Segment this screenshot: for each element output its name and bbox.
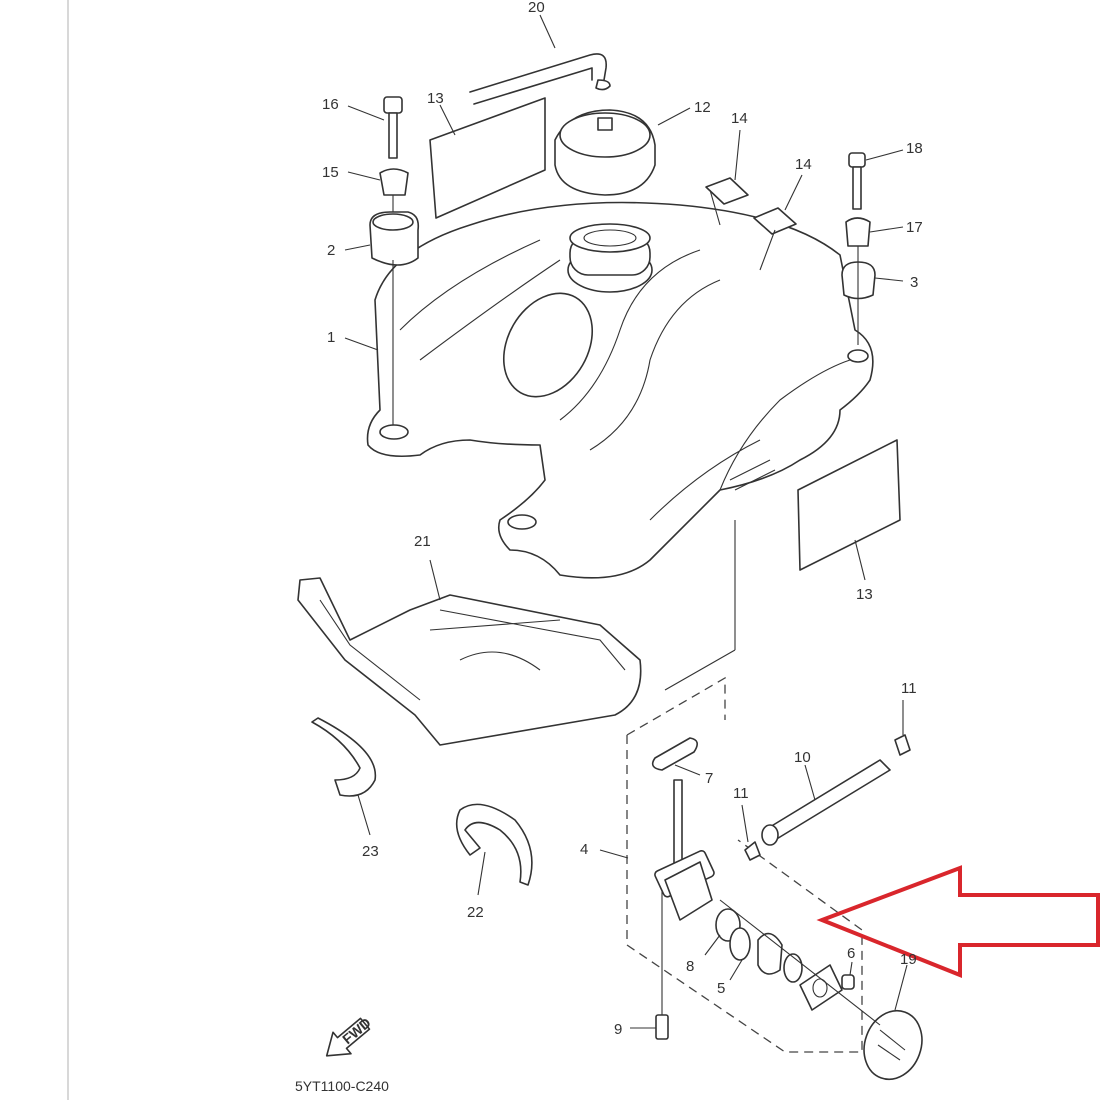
fuel-cock-assembly xyxy=(599,520,923,1081)
callout-labels: 20 16 13 12 14 14 18 15 17 2 3 1 21 13 1… xyxy=(322,0,923,1038)
callout-6: 6 xyxy=(847,945,855,962)
callout-2: 2 xyxy=(327,242,335,259)
callout-10: 10 xyxy=(794,749,811,766)
callout-4: 4 xyxy=(580,841,588,858)
fwd-arrow-icon: FWD xyxy=(325,1014,374,1057)
callout-14b: 14 xyxy=(795,156,812,173)
callout-13b: 13 xyxy=(856,586,873,603)
callout-7: 7 xyxy=(705,770,713,787)
callout-17: 17 xyxy=(906,219,923,236)
diagram-code: 5YT1100-C240 xyxy=(295,1078,389,1094)
callout-23: 23 xyxy=(362,843,379,860)
callout-19: 19 xyxy=(900,951,917,968)
callout-14: 14 xyxy=(731,110,748,127)
tank-bands xyxy=(311,717,533,896)
fuel-cap xyxy=(554,107,691,196)
fwd-text: FWD xyxy=(339,1014,374,1047)
callout-20: 20 xyxy=(528,0,545,16)
label-sheets xyxy=(429,97,901,581)
fuel-tank xyxy=(366,201,874,579)
tank-tray xyxy=(297,559,642,746)
breather-hose xyxy=(469,14,611,105)
callout-11: 11 xyxy=(901,680,917,697)
bolts-and-grommets xyxy=(344,96,904,425)
callout-8: 8 xyxy=(686,958,694,975)
callout-11b: 11 xyxy=(733,785,749,802)
callout-1: 1 xyxy=(327,329,335,346)
callout-15: 15 xyxy=(322,164,339,181)
callout-22: 22 xyxy=(467,904,484,921)
callout-13: 13 xyxy=(427,90,444,107)
callout-3: 3 xyxy=(910,274,918,291)
callout-21: 21 xyxy=(414,533,431,550)
callout-16: 16 xyxy=(322,96,339,113)
callout-12: 12 xyxy=(694,99,711,116)
red-arrow-annotation xyxy=(816,865,1100,978)
callout-5: 5 xyxy=(717,980,725,997)
callout-9: 9 xyxy=(614,1021,622,1038)
callout-18: 18 xyxy=(906,140,923,157)
